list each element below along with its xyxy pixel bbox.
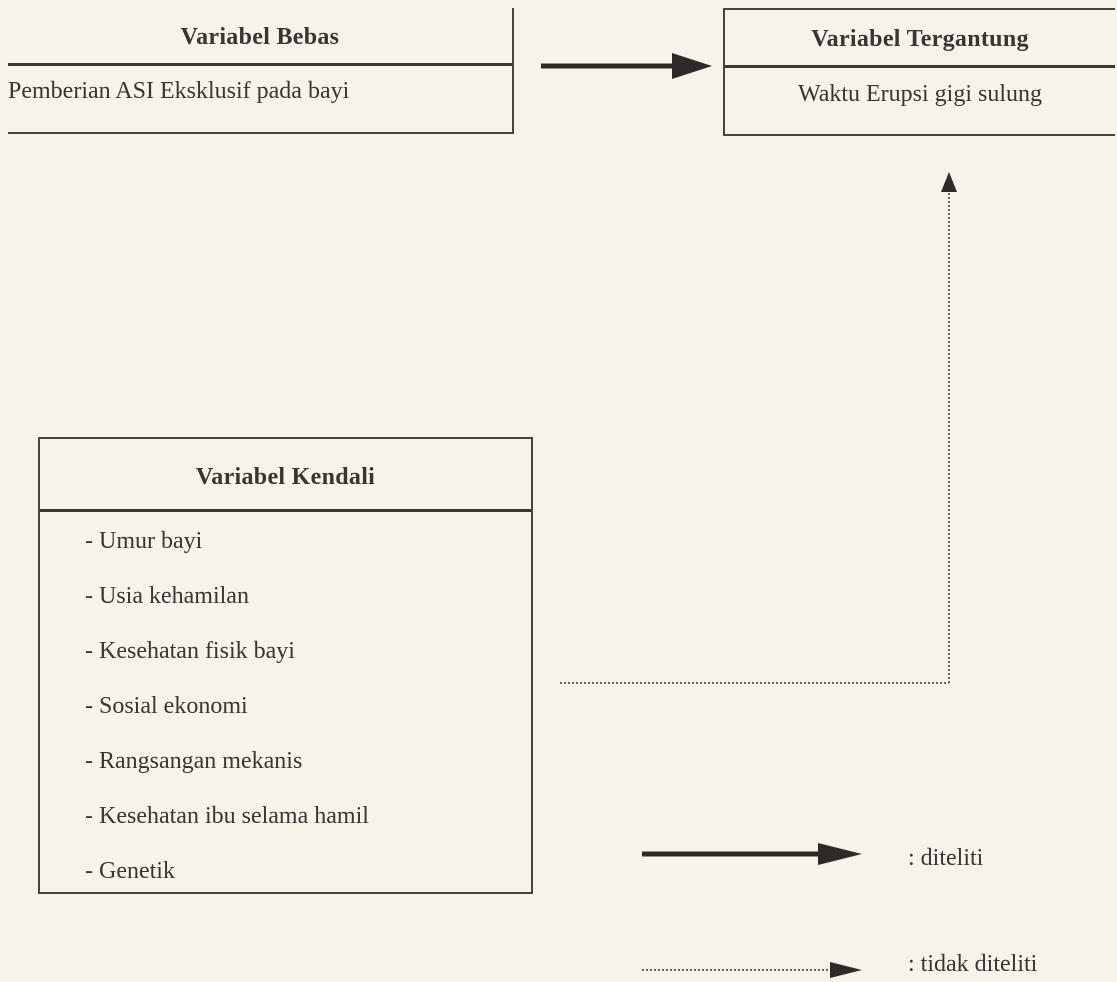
legend-dotted-arrow [642,962,862,978]
control-variable-item: - Sosial ekonomi [85,693,248,719]
dependent-variable-title: Variabel Tergantung [725,10,1115,68]
control-variable-item: - Umur bayi [85,528,203,554]
studied-arrow [541,53,712,79]
dependent-variable-box: Variabel Tergantung Waktu Erupsi gigi su… [723,8,1115,136]
independent-variable-item: Pemberian ASI Eksklusif pada bayi [8,78,350,104]
control-variable-item: - Usia kehamilan [85,583,249,609]
legend-not-studied-label: : tidak diteliti [908,951,1038,977]
legend-solid-arrow [642,843,862,865]
dependent-variable-item: Waktu Erupsi gigi sulung [797,81,1043,107]
control-variable-item: - Rangsangan mekanis [85,748,303,774]
control-variable-title: Variabel Kendali [40,439,531,512]
independent-variable-title: Variabel Bebas [8,8,512,66]
control-variable-item: - Kesehatan ibu selama hamil [85,803,369,829]
control-variable-box: Variabel Kendali - Umur bayi - Usia keha… [38,437,533,894]
control-variable-item: - Kesehatan fisik bayi [85,638,295,664]
independent-variable-box: Variabel Bebas Pemberian ASI Eksklusif p… [8,8,514,134]
not-studied-connector [560,172,957,684]
control-variable-item: - Genetik [85,858,175,884]
control-variable-list: - Umur bayi - Usia kehamilan - Kesehatan… [40,512,531,903]
legend-studied-label: : diteliti [908,845,984,871]
